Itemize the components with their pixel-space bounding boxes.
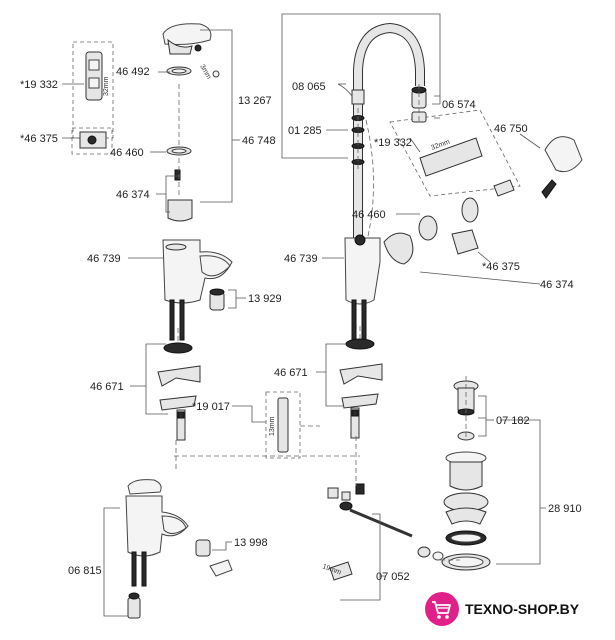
label-46748: 46 748 (242, 135, 276, 147)
bidet-mixer-assembly (125, 479, 233, 619)
label-06574: 06 574 (442, 99, 476, 111)
assembly-axes (174, 84, 467, 561)
popup-rod-assembly (327, 483, 444, 581)
bidet-popup-knob (127, 597, 141, 619)
limiter-46375-right (451, 229, 479, 255)
aerator-key-box (265, 391, 301, 459)
drain-body-28910 (449, 461, 483, 491)
texno-shop-logo: TEXNO-SHOP.BY (423, 590, 603, 628)
o-ring-right (345, 338, 375, 350)
label-01285: 01 285 (288, 125, 322, 137)
dim-13mm: 13mm (269, 416, 276, 436)
left-mixer-assembly (79, 23, 233, 441)
bidet-lever (127, 479, 162, 495)
screw-right (493, 179, 515, 197)
label-46492: 46 492 (116, 66, 150, 78)
cartridge-46374-right (383, 232, 414, 265)
lever-handle-right (544, 136, 583, 173)
cartridge-46374-left (167, 199, 193, 222)
label-46739-left: 46 739 (87, 253, 121, 265)
screw-small-left (212, 70, 220, 78)
screw-left (194, 44, 202, 52)
label-19332-right: *19 332 (374, 137, 412, 149)
label-07182: 07 182 (496, 415, 530, 427)
label-46671-left: 46 671 (90, 381, 124, 393)
cartridge-19332-right (419, 137, 483, 177)
threaded-rod-left (176, 409, 186, 441)
washer-plate-right (341, 393, 379, 409)
cartridge-19332-left (85, 51, 103, 101)
o-ring-left (163, 342, 193, 354)
aerator-key-19017 (277, 397, 289, 453)
label-46739-right: 46 739 (284, 253, 318, 265)
shopping-cart-icon (432, 601, 451, 619)
label-46374-left: 46 374 (116, 189, 150, 201)
bidet-hose-2 (141, 551, 147, 587)
washer-plate-left (159, 395, 197, 411)
label-08065: 08 065 (292, 81, 326, 93)
label-46375-right: *46 375 (482, 261, 520, 273)
label-46460-left: 46 460 (110, 147, 144, 159)
ring-46460-right (418, 215, 438, 241)
clamp-plate-right (339, 363, 383, 385)
cartridge-box-right (389, 109, 521, 197)
hose-1-right (351, 299, 357, 341)
spout-left (199, 255, 231, 277)
label-28910: 28 910 (548, 503, 582, 515)
label-46671-right: 46 671 (274, 367, 308, 379)
spindle-left (174, 169, 181, 181)
rod-ball (339, 501, 353, 511)
hose-2-left (179, 299, 185, 341)
lever-base-left (167, 38, 193, 55)
dim-3mm: 3mm (198, 64, 212, 81)
clamp-plate-left (157, 365, 201, 387)
label-19332-left: *19 332 (20, 79, 58, 91)
right-mixer-assembly (277, 22, 583, 453)
label-13267: 13 267 (238, 95, 272, 107)
bidet-hose-1 (131, 551, 137, 587)
leader-lines (62, 13, 546, 617)
label-46375-left: *46 375 (20, 133, 58, 145)
hose-2-right (361, 299, 367, 341)
label-07052: 07 052 (376, 571, 410, 583)
cap-right (461, 197, 479, 223)
hose-1-left (169, 299, 175, 341)
pivot-rod (349, 508, 413, 538)
cartridge-box-left (72, 41, 114, 139)
label-46460-right: 46 460 (352, 209, 386, 221)
dim-32mm-left: 32mm (103, 76, 110, 96)
bidet-spout (161, 515, 187, 534)
mixer-body-right (344, 237, 381, 305)
label-13998: 13 998 (234, 537, 268, 549)
label-13929: 13 929 (248, 293, 282, 305)
label-46750: 46 750 (494, 123, 528, 135)
lever-handle-left (162, 23, 212, 45)
label-06815: 06 815 (68, 565, 102, 577)
logo-text: TEXNO-SHOP.BY (465, 601, 580, 617)
bidet-aerator-13998 (195, 539, 211, 557)
label-46374-right: 46 374 (540, 279, 574, 291)
hex-key-right (541, 179, 557, 199)
label-19017: *19 017 (192, 401, 230, 413)
drain-assembly (441, 380, 491, 571)
threaded-rod-right (350, 407, 360, 439)
rod-clip (329, 561, 353, 581)
limiter-box-left (71, 127, 113, 155)
logo-badge (425, 592, 459, 626)
drain-plug-body (457, 387, 475, 411)
